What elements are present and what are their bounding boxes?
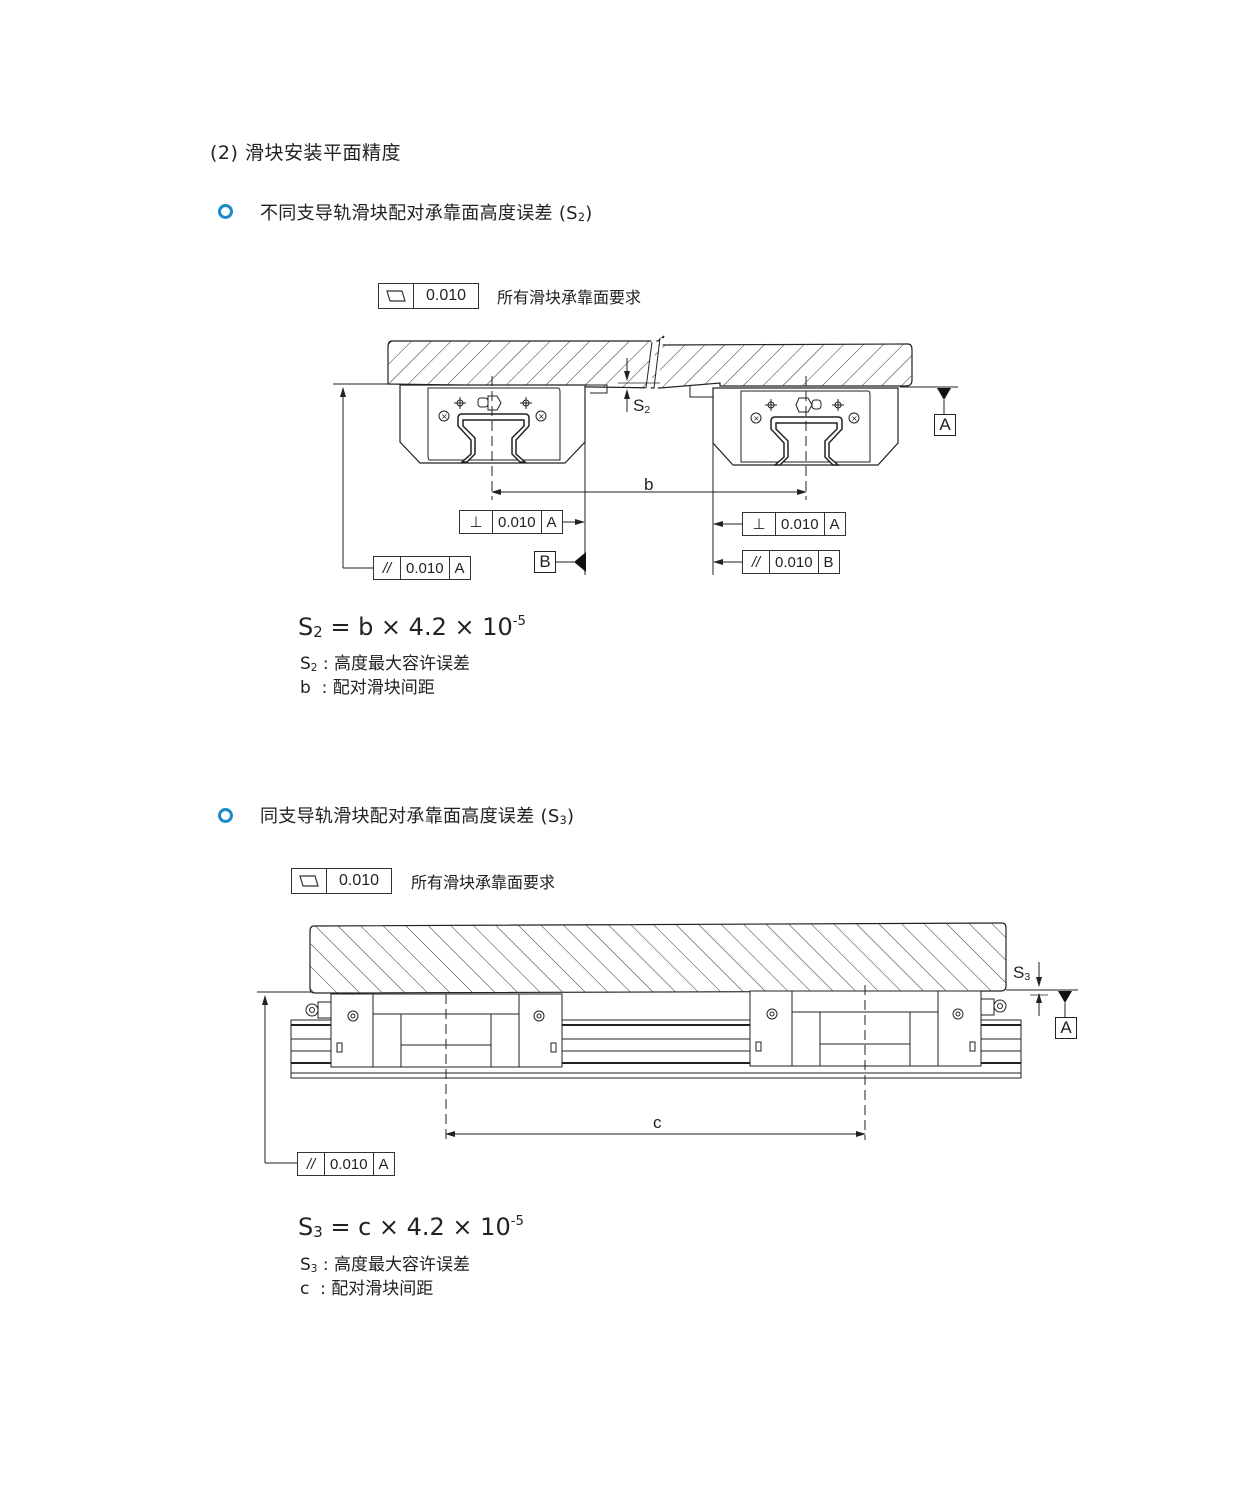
frame-datum: A	[829, 515, 840, 533]
svg-text:×: ×	[851, 414, 858, 423]
s2-dimension-label: S2	[633, 396, 651, 416]
perpendicularity-icon: ⊥	[743, 513, 776, 535]
part2-legend-s3: S3 : 高度最大容许误差	[300, 1255, 471, 1275]
part1-flatness-note: 所有滑块承靠面要求	[497, 288, 642, 307]
part1-legend-b: b : 配对滑块间距	[300, 678, 435, 698]
flatness-value: 0.010	[425, 287, 467, 304]
c-dimension-label: c	[653, 1113, 662, 1132]
right-parallelism-frame: // 0.010 B	[742, 550, 840, 574]
mounting-plate	[387, 335, 913, 391]
flatness-icon	[379, 284, 414, 308]
part2-title-text: 同支导轨滑块配对承靠面高度误差 (S	[260, 806, 560, 827]
frame-value: 0.010	[776, 513, 825, 535]
part2-title-subscript: 3	[559, 814, 567, 827]
svg-text:×: ×	[538, 412, 545, 421]
part1-formula: S2 = b × 4.2 × 10-5	[298, 613, 526, 641]
right-slider-block: × ×	[689, 376, 899, 575]
frame-datum: A	[378, 1155, 389, 1173]
part1-title-text: 不同支导轨滑块配对承靠面高度误差 (S	[260, 203, 578, 224]
right-perpendicularity-frame: ⊥ 0.010 A	[742, 512, 846, 536]
frame-value: 0.010	[325, 1153, 374, 1175]
part2-legend-c: c : 配对滑块间距	[300, 1279, 434, 1299]
datum-a-label: A	[934, 414, 956, 436]
perpendicularity-icon: ⊥	[460, 511, 493, 533]
left-slider-block-2	[305, 993, 563, 1140]
part2-title: 同支导轨滑块配对承靠面高度误差 (S3)	[260, 802, 574, 828]
frame-datum: A	[454, 559, 465, 577]
parallelism-icon: //	[374, 557, 401, 579]
part1-title-end: )	[585, 203, 593, 224]
left-parallelism-frame: // 0.010 A	[373, 556, 471, 580]
part2-formula: S3 = c × 4.2 × 10-5	[298, 1213, 524, 1241]
parallelism-icon: //	[298, 1153, 325, 1175]
b-dimension-label: b	[644, 475, 654, 494]
parallelism-frame-2: // 0.010 A	[297, 1152, 395, 1176]
svg-text:×: ×	[441, 412, 448, 421]
mounting-plate-2	[309, 922, 1007, 994]
frame-datum: B	[823, 553, 834, 571]
part2-flatness-note: 所有滑块承靠面要求	[411, 873, 556, 892]
part1-legend-s2: S2 : 高度最大容许误差	[300, 654, 471, 674]
datum-b-label: B	[534, 551, 556, 573]
frame-value: 0.010	[770, 551, 819, 573]
part2-flatness-frame: 0.010	[291, 868, 392, 894]
parallelism-icon: //	[743, 551, 770, 573]
part1-title-subscript: 2	[577, 211, 586, 224]
right-slider-block-2	[749, 985, 1007, 1140]
frame-value: 0.010	[401, 557, 450, 579]
svg-text:×: ×	[753, 414, 760, 423]
flatness-value: 0.010	[338, 872, 380, 889]
part2-title-end: )	[566, 806, 575, 827]
part1-title: 不同支导轨滑块配对承靠面高度误差 (S2)	[260, 199, 593, 225]
s3-dimension-label: S3	[1013, 963, 1031, 983]
circle-bullet-icon	[218, 204, 233, 219]
frame-value: 0.010	[493, 511, 542, 533]
circle-bullet-icon	[218, 808, 233, 823]
left-slider-block: × ×	[399, 376, 608, 575]
part1-flatness-frame: 0.010	[378, 283, 479, 309]
left-perpendicularity-frame: ⊥ 0.010 A	[459, 510, 563, 534]
datum-a-label: A	[1055, 1017, 1077, 1039]
flatness-icon	[292, 869, 327, 893]
frame-datum: A	[546, 513, 557, 531]
section-title: (2) 滑块安装平面精度	[210, 142, 401, 164]
